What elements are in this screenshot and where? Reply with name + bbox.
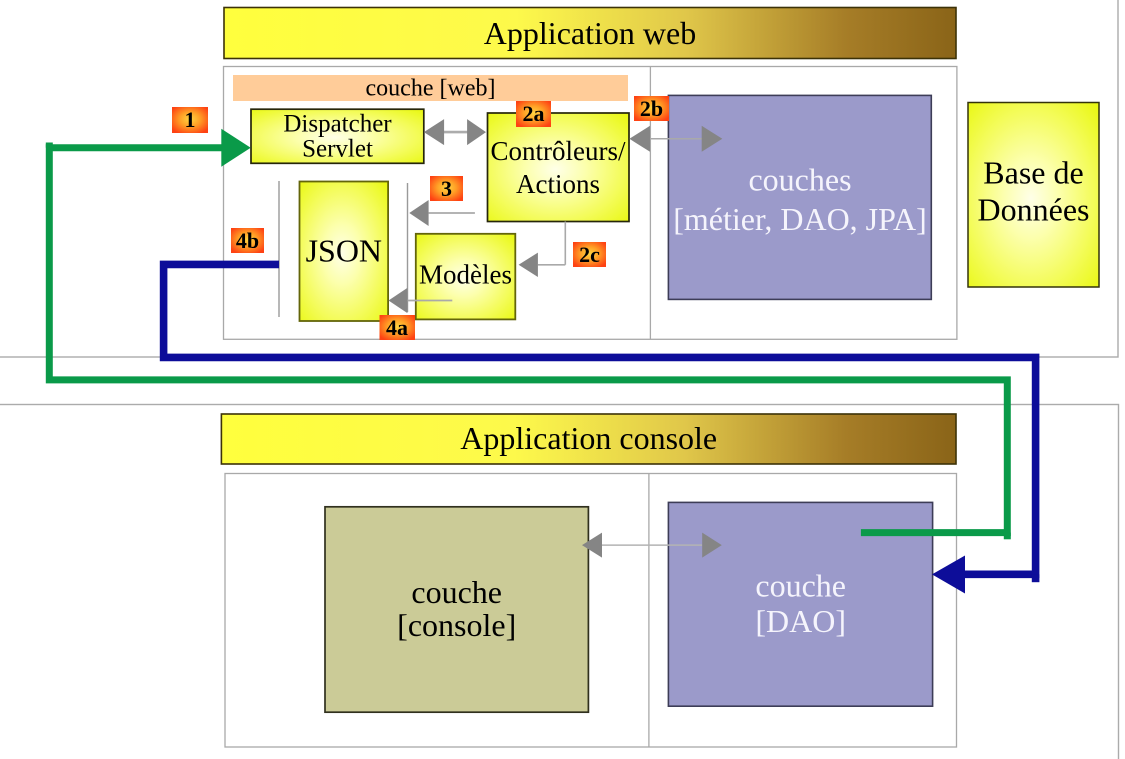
svg-text:Données: Données [978, 192, 1090, 228]
svg-text:4b: 4b [236, 228, 259, 253]
svg-text:JSON: JSON [306, 233, 382, 269]
svg-text:Dispatcher: Dispatcher [283, 111, 392, 138]
svg-text:2a: 2a [523, 101, 545, 126]
svg-text:4a: 4a [386, 315, 408, 340]
svg-text:Servlet: Servlet [302, 136, 373, 163]
svg-text:3: 3 [441, 176, 452, 201]
svg-text:[console]: [console] [397, 607, 516, 643]
svg-text:couche: couche [755, 568, 846, 604]
svg-text:couche [web]: couche [web] [366, 76, 496, 102]
svg-text:1: 1 [185, 107, 196, 132]
svg-text:2c: 2c [579, 242, 600, 267]
svg-text:couche: couche [411, 574, 502, 610]
svg-text:[DAO]: [DAO] [755, 603, 846, 639]
svg-text:Application web: Application web [484, 15, 696, 51]
svg-text:Modèles: Modèles [419, 260, 512, 290]
svg-text:Contrôleurs/: Contrôleurs/ [491, 136, 626, 166]
svg-text:[métier, DAO, JPA]: [métier, DAO, JPA] [673, 201, 927, 237]
svg-text:2b: 2b [640, 96, 663, 121]
svg-text:Actions: Actions [516, 169, 600, 199]
svg-text:Base de: Base de [983, 155, 1083, 191]
svg-text:couches: couches [748, 162, 851, 198]
svg-text:Application console: Application console [460, 420, 717, 456]
